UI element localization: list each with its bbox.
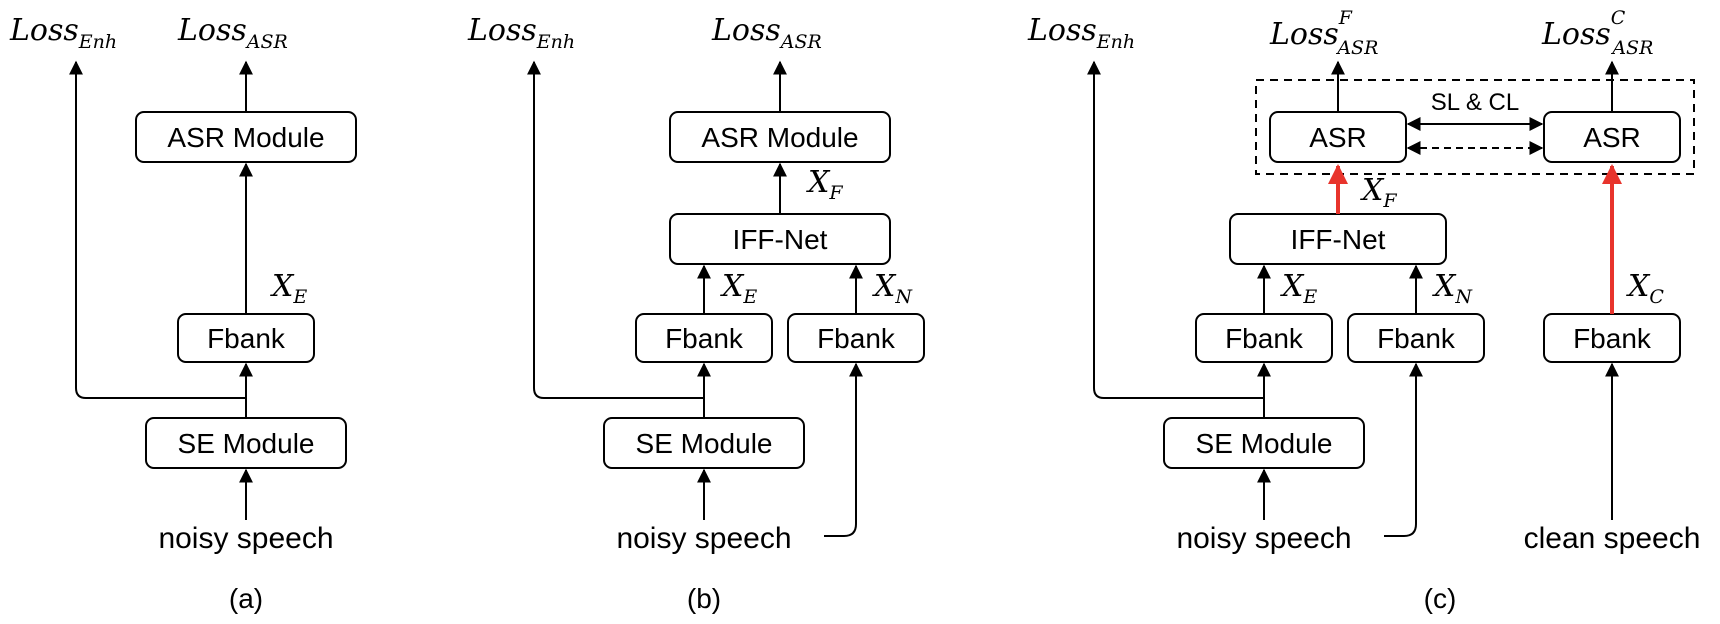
asr-module-box-b: ASR Module — [669, 111, 891, 163]
input-noisy-label-c: noisy speech — [1176, 522, 1351, 555]
iff-net-box-b: IFF-Net — [669, 213, 891, 265]
fbank-left-box-c: Fbank — [1195, 313, 1333, 363]
fbank-right-box-c: Fbank — [1543, 313, 1681, 363]
se-module-label-b: SE Module — [636, 428, 773, 459]
asr-left-box-c: ASR — [1269, 111, 1407, 163]
loss-enh-label-b: LossEnh — [467, 13, 575, 53]
sl-cl-label: SL & CL — [1431, 89, 1520, 116]
fbank-right-label-b: Fbank — [817, 323, 896, 354]
fbank-mid-box-c: Fbank — [1347, 313, 1485, 363]
xe-label-b: XE — [720, 269, 757, 308]
asr-left-label-c: ASR — [1309, 122, 1367, 153]
caption-c: (c) — [1424, 583, 1457, 614]
xf-label-b: XF — [806, 165, 843, 204]
arrow-se-to-loss-enh-a — [69, 60, 246, 399]
fbank-left-box-b: Fbank — [635, 313, 773, 363]
se-module-label-c: SE Module — [1196, 428, 1333, 459]
arrow-se-to-loss-enh-c — [1087, 60, 1264, 399]
iff-net-label-c: IFF-Net — [1291, 224, 1386, 255]
loss-asr-label-b: LossASR — [711, 13, 822, 53]
xc-label-c: XC — [1626, 269, 1664, 308]
se-module-box-b: SE Module — [603, 417, 805, 469]
loss-enh-label-a: LossEnh — [9, 13, 117, 53]
caption-a: (a) — [229, 583, 263, 614]
input-noisy-label-a: noisy speech — [158, 522, 333, 555]
asr-right-box-c: ASR — [1543, 111, 1681, 163]
se-module-box-c: SE Module — [1163, 417, 1365, 469]
input-noisy-label-b: noisy speech — [616, 522, 791, 555]
xn-label-b: XN — [872, 269, 913, 308]
arrow-input-to-fbank-right-b — [824, 362, 863, 537]
fbank-right-label-c: Fbank — [1573, 323, 1652, 354]
arrow-input-to-fbank-mid-c — [1384, 362, 1423, 537]
asr-module-label-b: ASR Module — [701, 122, 858, 153]
xn-label-c: XN — [1432, 269, 1473, 308]
se-module-label-a: SE Module — [178, 428, 315, 459]
input-clean-label-c: clean speech — [1524, 522, 1701, 555]
arrow-se-to-loss-enh-b — [527, 60, 704, 399]
panel-a: LossEnh LossASR ASR Module Fbank SE Modu… — [9, 13, 357, 614]
iff-net-label-b: IFF-Net — [733, 224, 828, 255]
asr-module-box-a: ASR Module — [135, 111, 357, 163]
xe-label-c: XE — [1280, 269, 1317, 308]
asr-right-label-c: ASR — [1583, 122, 1641, 153]
fbank-label-a: Fbank — [207, 323, 286, 354]
xf-label-c: XF — [1360, 173, 1397, 212]
fbank-left-label-b: Fbank — [665, 323, 744, 354]
iff-net-box-c: IFF-Net — [1229, 213, 1447, 265]
se-module-box-a: SE Module — [145, 417, 347, 469]
fbank-right-box-b: Fbank — [787, 313, 925, 363]
panel-b: LossEnh LossASR ASR Module IFF-Net Fbank… — [467, 13, 925, 614]
loss-enh-label-c: LossEnh — [1027, 13, 1135, 53]
xe-label-a: XE — [270, 269, 307, 308]
fbank-box-a: Fbank — [177, 313, 315, 363]
fbank-left-label-c: Fbank — [1225, 323, 1304, 354]
fbank-mid-label-c: Fbank — [1377, 323, 1456, 354]
caption-b: (b) — [687, 583, 721, 614]
loss-asr-label-a: LossASR — [177, 13, 288, 53]
asr-module-label-a: ASR Module — [167, 122, 324, 153]
